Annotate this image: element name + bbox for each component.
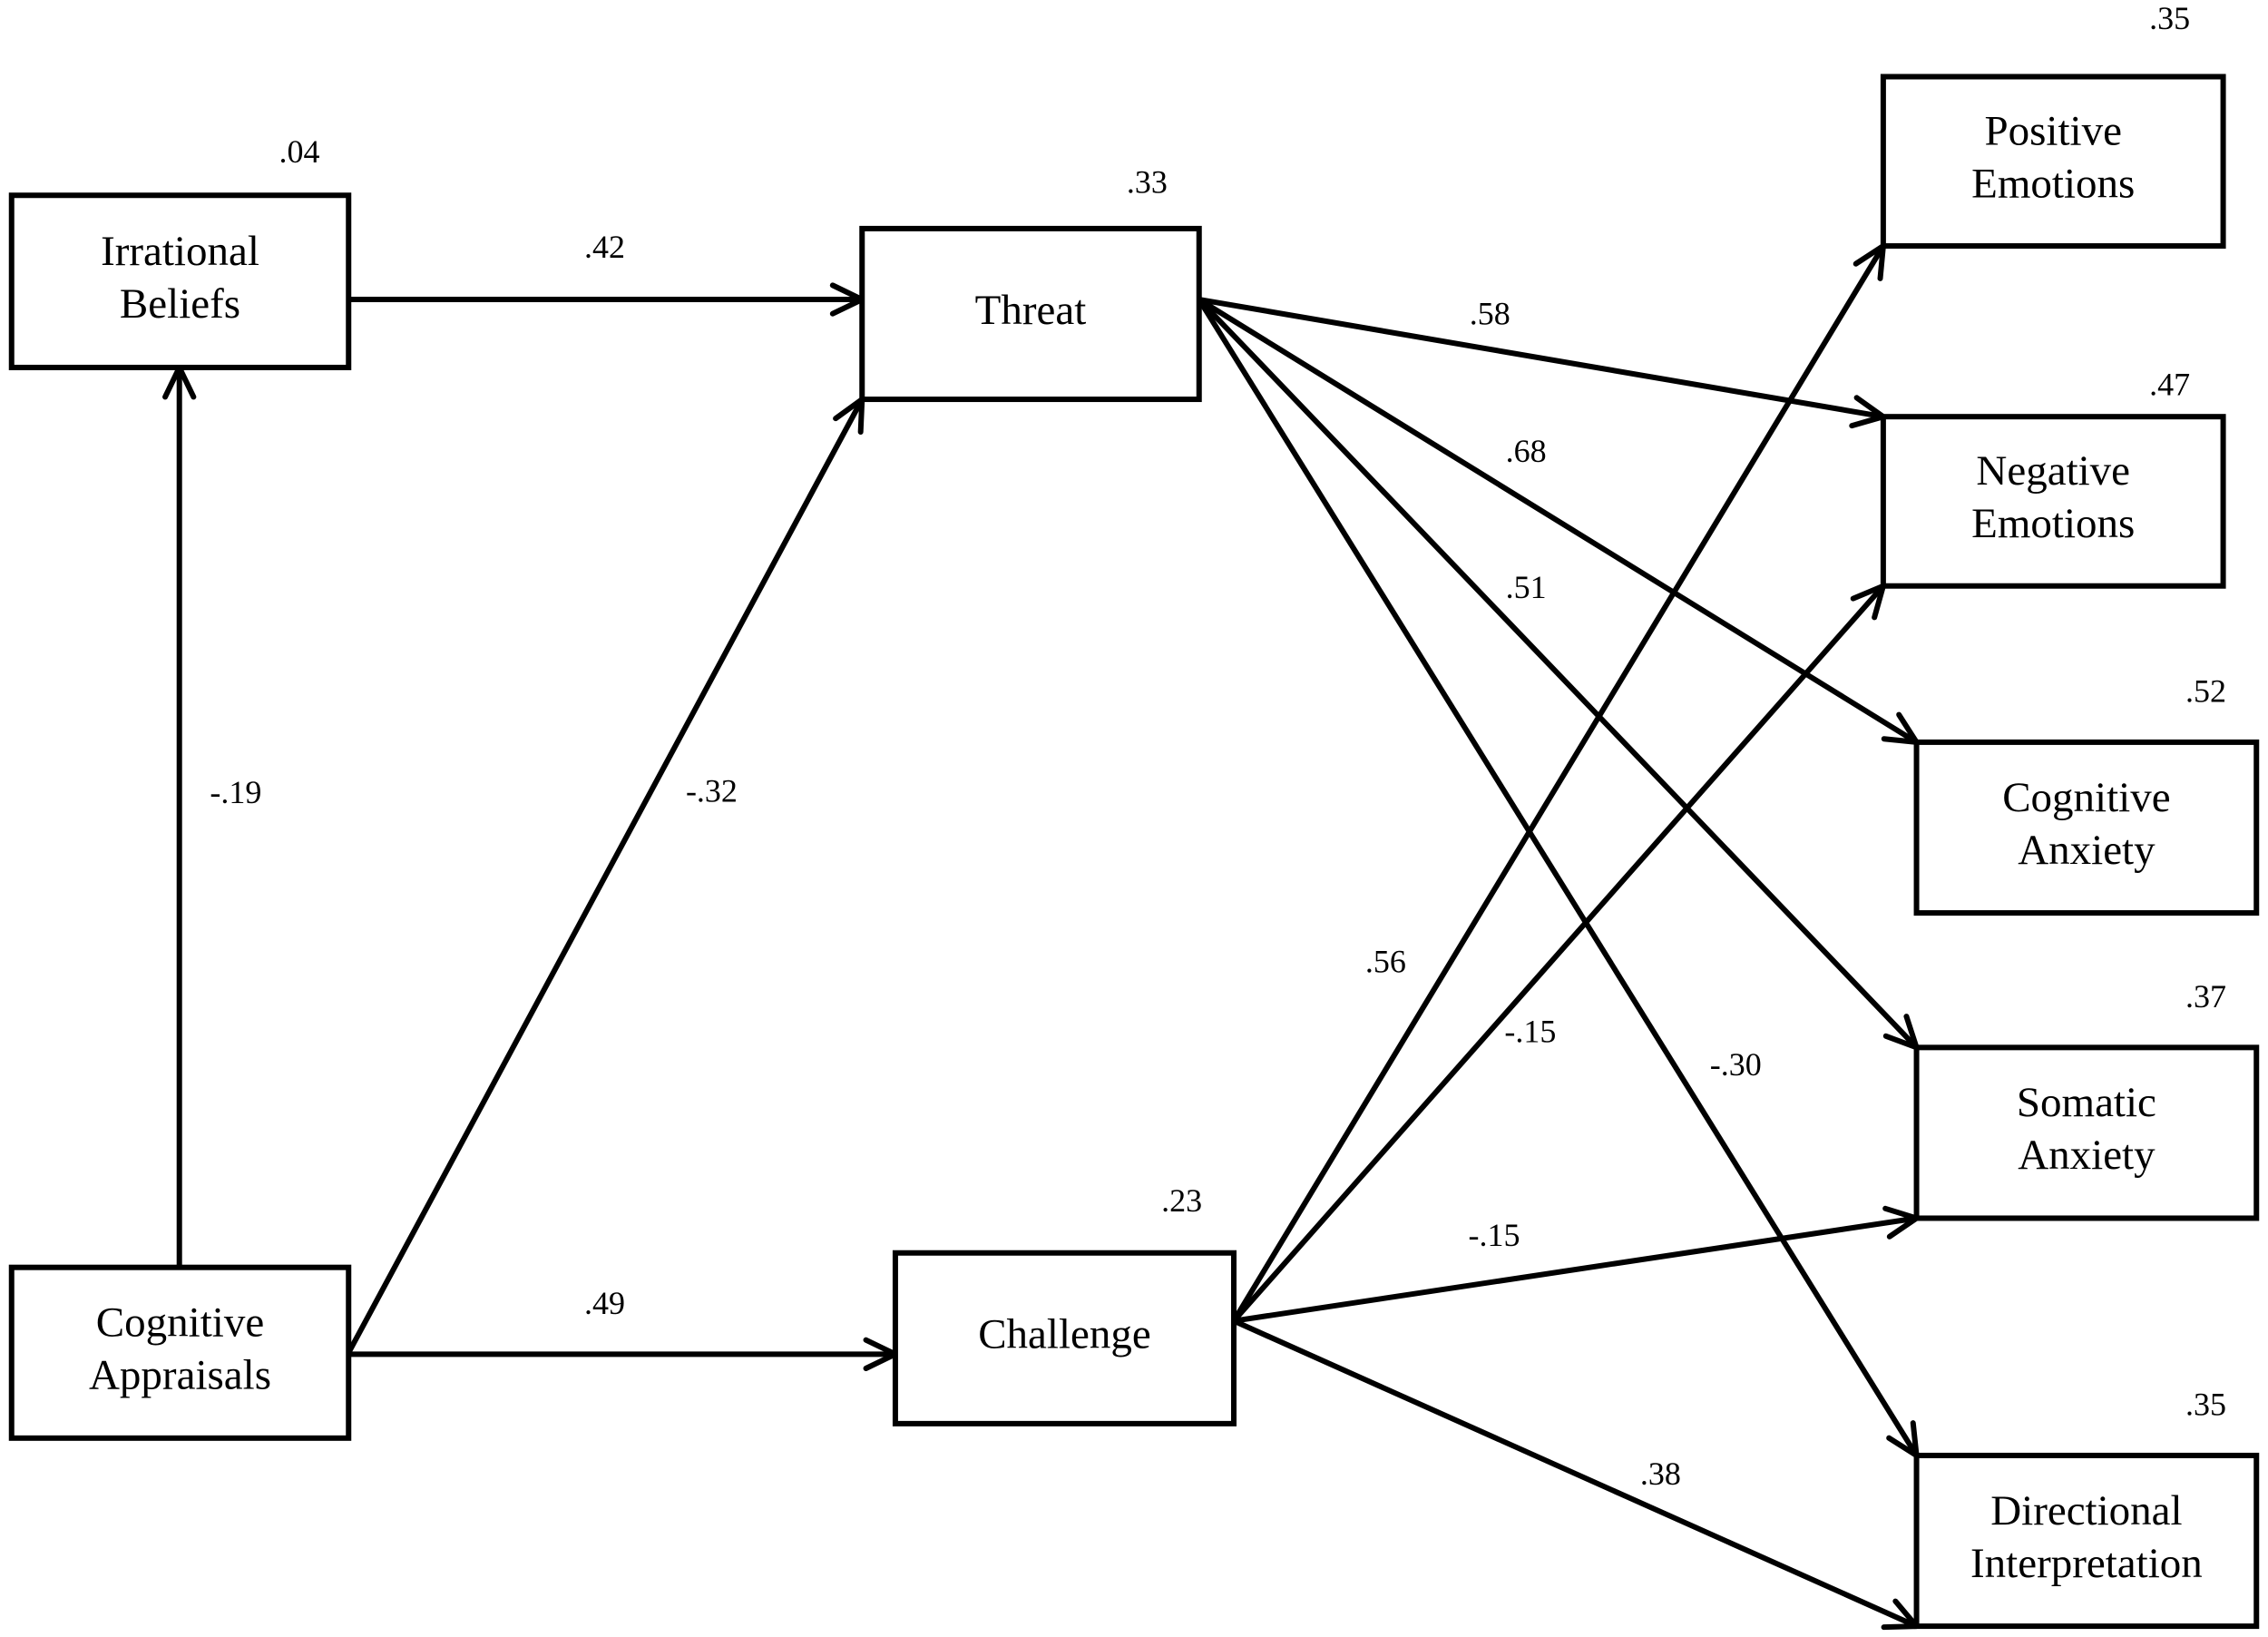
node-label-line: Appraisals bbox=[89, 1352, 271, 1399]
path-edges bbox=[162, 243, 1920, 1631]
path-coefficient: .68 bbox=[1506, 433, 1547, 469]
node-label-line: Challenge bbox=[978, 1311, 1151, 1358]
path-challenge-to-negemo bbox=[1231, 583, 1886, 1323]
node-label-line: Emotions bbox=[1971, 500, 2135, 547]
node-label-line: Emotions bbox=[1971, 161, 2135, 208]
node-box bbox=[1880, 74, 2226, 250]
path-coefficient: -.32 bbox=[686, 773, 738, 809]
path-appraisals-to-irrational bbox=[162, 364, 197, 1268]
r-squared-label: .35 bbox=[2149, 0, 2190, 36]
path-challenge-to-posemo bbox=[1231, 243, 1886, 1323]
edge-line bbox=[1198, 297, 1884, 420]
arrowhead bbox=[1886, 1420, 1920, 1458]
node-label-line: Irrational bbox=[101, 228, 259, 275]
r-squared-label: .04 bbox=[279, 133, 320, 170]
node-box bbox=[8, 192, 352, 370]
r-squared-label: .35 bbox=[2185, 1387, 2226, 1423]
edge-line bbox=[1197, 297, 1919, 1050]
node-box bbox=[1913, 1452, 2260, 1630]
path-coefficient: .49 bbox=[584, 1285, 625, 1321]
node-label-line: Threat bbox=[975, 287, 1087, 334]
path-coefficient: -.15 bbox=[1469, 1217, 1520, 1253]
edge-line bbox=[1232, 1318, 1918, 1629]
path-coefficient: .51 bbox=[1506, 569, 1547, 605]
path-appraisals-to-challenge bbox=[348, 1337, 898, 1372]
path-coefficient: .42 bbox=[584, 229, 625, 265]
path-coefficient: -.30 bbox=[1710, 1046, 1762, 1083]
path-challenge-to-somanx bbox=[1233, 1205, 1920, 1324]
node-label-line: Negative bbox=[1976, 447, 2130, 495]
path-coefficient: -.19 bbox=[210, 774, 261, 810]
path-coefficient: -.15 bbox=[1504, 1013, 1556, 1049]
node-box bbox=[892, 1250, 1237, 1426]
edge-line bbox=[1233, 1215, 1918, 1324]
path-threat-to-dirint bbox=[1197, 298, 1920, 1458]
node-label-line: Anxiety bbox=[2018, 827, 2156, 874]
node-box bbox=[1913, 1044, 2260, 1221]
node-label-line: Somatic bbox=[2017, 1079, 2156, 1126]
node-label-line: Anxiety bbox=[2018, 1132, 2156, 1179]
edge-line bbox=[1197, 298, 1920, 1457]
arrowhead bbox=[1881, 711, 1920, 745]
edge-line bbox=[1231, 244, 1886, 1323]
node-label-line: Positive bbox=[1984, 108, 2121, 155]
node-threat: Threat .33 bbox=[859, 163, 1202, 403]
path-irrational-to-threat bbox=[348, 282, 865, 317]
r-squared-label: .23 bbox=[1161, 1182, 1202, 1219]
node-challenge: Challenge .23 bbox=[892, 1182, 1237, 1426]
r-squared-label: .33 bbox=[1127, 163, 1168, 200]
path-coefficient: .38 bbox=[1640, 1456, 1681, 1492]
path-appraisals-to-threat bbox=[346, 397, 865, 1355]
path-challenge-to-dirint bbox=[1232, 1318, 1920, 1631]
node-label-line: Beliefs bbox=[120, 280, 240, 328]
path-labels: -.19 .42 -.32 .49 .58 .68 .51 -.30 .56 -.15 -.15 .3… bbox=[210, 229, 1761, 1492]
r-squared-label: .52 bbox=[2185, 673, 2226, 710]
path-coefficient: .58 bbox=[1470, 295, 1510, 331]
node-label-line: Cognitive bbox=[96, 1299, 264, 1347]
node-box bbox=[8, 1264, 352, 1441]
edge-line bbox=[1198, 297, 1919, 745]
node-box bbox=[859, 225, 1202, 403]
node-label-line: Interpretation bbox=[1970, 1540, 2203, 1587]
r-squared-label: .37 bbox=[2185, 978, 2226, 1015]
node-box bbox=[1880, 414, 2226, 589]
edge-line bbox=[346, 397, 865, 1355]
node-box bbox=[1913, 739, 2260, 917]
node-label-line: Cognitive bbox=[2002, 774, 2170, 821]
node-label-line: Directional bbox=[1990, 1487, 2182, 1534]
edge-line bbox=[1231, 583, 1886, 1323]
path-coefficient: .56 bbox=[1365, 944, 1406, 980]
r-squared-label: .47 bbox=[2149, 367, 2190, 403]
